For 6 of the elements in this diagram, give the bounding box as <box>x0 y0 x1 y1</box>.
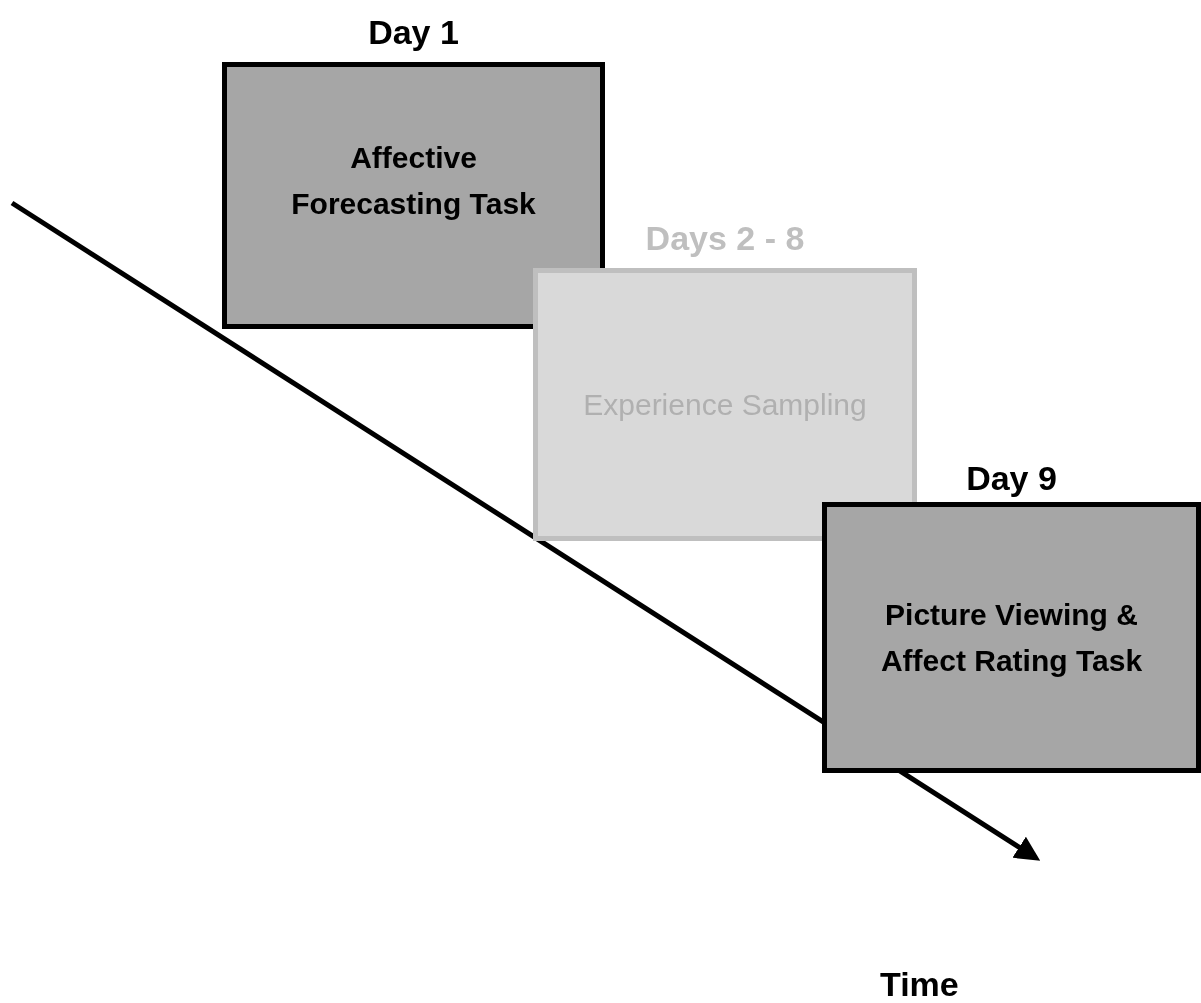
axis-label: Time <box>880 964 959 1003</box>
task-label: Picture Viewing & Affect Rating Task <box>879 596 1144 679</box>
task-label: Affective Forecasting Task <box>290 140 537 222</box>
day-heading: Day 1 <box>367 12 460 53</box>
day-heading: Day 9 <box>965 458 1058 499</box>
day-heading: Days 2 - 8 <box>644 218 806 259</box>
